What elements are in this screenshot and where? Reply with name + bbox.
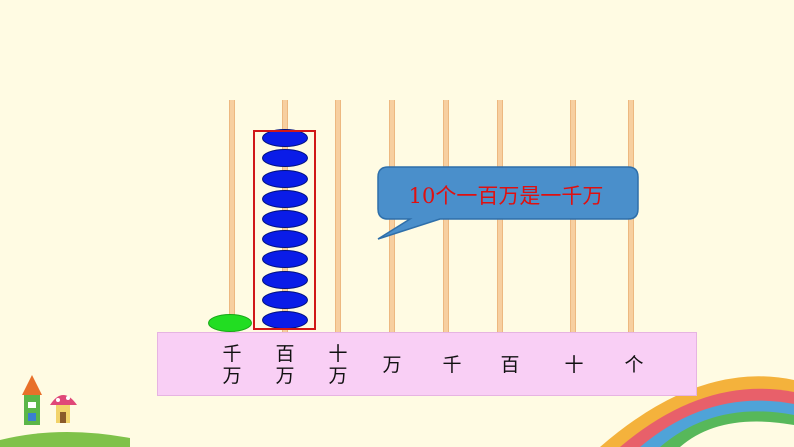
label-shiwan: 十 万: [328, 343, 348, 387]
bead-baiwan[interactable]: [262, 149, 308, 168]
bead-baiwan[interactable]: [262, 169, 308, 188]
label-baiwan: 百 万: [275, 343, 295, 387]
highlight-box: [253, 130, 316, 330]
bead-baiwan[interactable]: [262, 210, 308, 228]
bead-qianwan[interactable]: [208, 314, 252, 332]
rod-qianwan: [229, 100, 235, 332]
abacus-base: [157, 332, 697, 396]
label-bai: 百: [500, 354, 520, 376]
bead-baiwan[interactable]: [262, 270, 308, 289]
bead-baiwan[interactable]: [262, 129, 308, 148]
callout-text: 10个一百万是一千万: [408, 184, 604, 208]
label-wan: 万: [382, 354, 402, 376]
label-shi: 十: [564, 354, 584, 376]
callout-bubble: [377, 166, 639, 240]
bead-baiwan[interactable]: [262, 250, 308, 269]
bead-baiwan[interactable]: [262, 230, 308, 249]
bead-baiwan[interactable]: [262, 290, 308, 309]
label-ge: 个: [624, 354, 644, 376]
label-qianwan: 千 万: [222, 343, 242, 387]
rod-shiwan: [335, 100, 341, 332]
bead-baiwan[interactable]: [262, 189, 308, 208]
label-qian: 千: [442, 354, 462, 376]
